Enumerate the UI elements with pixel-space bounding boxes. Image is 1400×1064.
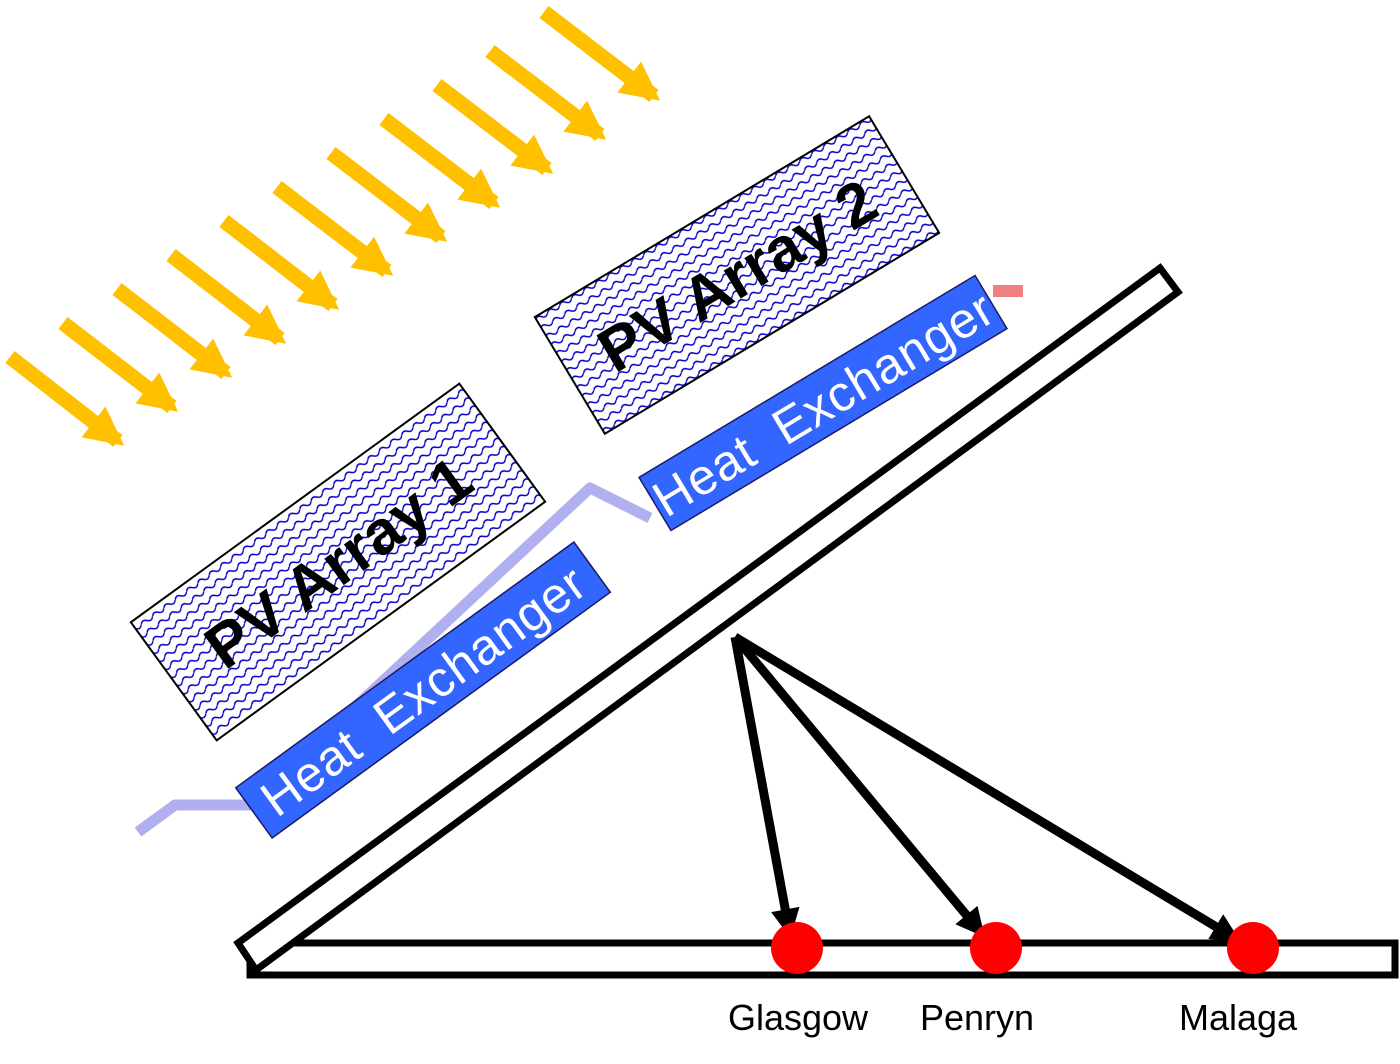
arrow-to-glasgow: [730, 636, 800, 938]
sun-ray-arrow-icon: [166, 249, 287, 345]
location-label-glasgow: Glasgow: [728, 997, 869, 1038]
location-label-penryn: Penryn: [920, 997, 1034, 1038]
location-marker-icon: [1227, 922, 1279, 974]
location-label-malaga: Malaga: [1179, 997, 1298, 1038]
sun-ray-arrow-icon: [485, 45, 607, 141]
location-arrows: [730, 633, 1241, 944]
sun-rays: [5, 6, 661, 447]
sun-ray-arrow-icon: [379, 113, 501, 209]
sun-ray-arrow-icon: [112, 283, 233, 379]
sun-ray-arrow-icon: [219, 215, 340, 311]
sun-ray-arrow-icon: [272, 181, 394, 277]
arrow-to-malaga: [732, 633, 1241, 944]
location-marker-icon: [970, 922, 1022, 974]
sun-ray-arrow-icon: [326, 147, 448, 243]
arrow-to-penryn: [731, 634, 987, 938]
mounting-frame: [233, 263, 1183, 975]
sun-ray-arrow-icon: [432, 79, 554, 175]
pipe-outlet: [993, 285, 1023, 297]
location-marker-icon: [771, 922, 823, 974]
pv-array-1: PV Array 1: [129, 382, 547, 742]
sun-ray-arrow-icon: [58, 317, 179, 413]
sun-ray-arrow-icon: [539, 6, 661, 102]
sun-ray-arrow-icon: [5, 351, 125, 447]
pv-array-2: PV Array 2: [533, 114, 941, 436]
